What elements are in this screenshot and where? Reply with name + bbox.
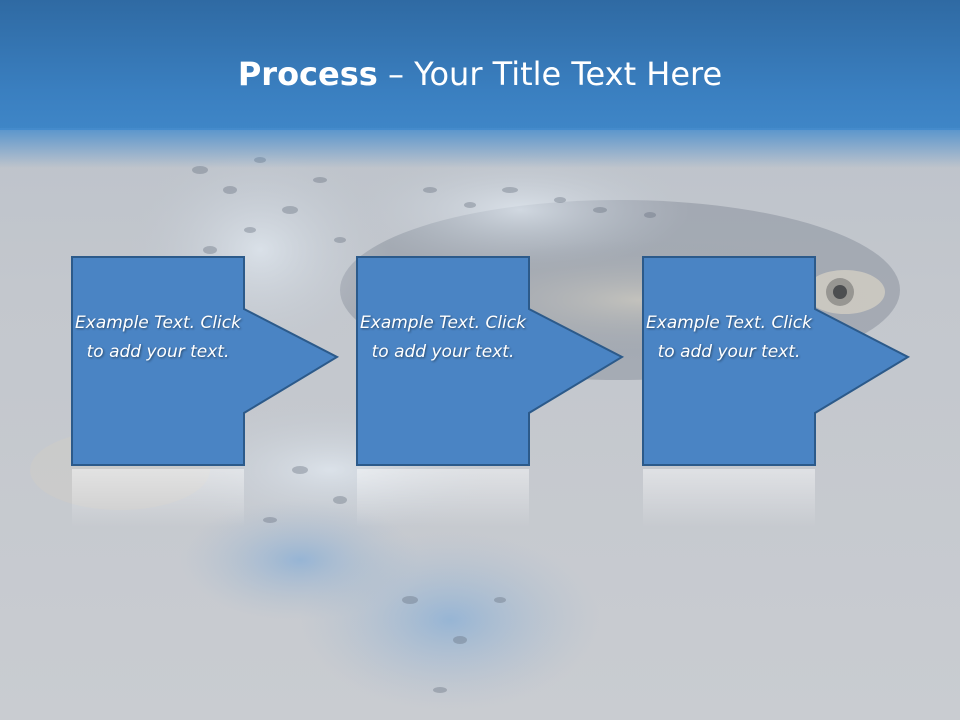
process-step-1-text[interactable]: Example Text. Click to add your text. — [75, 313, 241, 362]
process-step-2-arrow-shape — [356, 256, 625, 527]
process-step-2[interactable]: Example Text. Click to add your text. — [356, 256, 625, 557]
process-step-3[interactable]: Example Text. Click to add your text. — [642, 256, 911, 557]
slide-title-bold: Process — [237, 55, 378, 93]
process-step-1[interactable]: Example Text. Click to add your text. — [71, 256, 340, 557]
slide-title[interactable]: Process – Your Title Text Here — [0, 52, 960, 96]
process-step-1-arrow-shape — [71, 256, 340, 527]
process-step-3-arrow-shape — [642, 256, 911, 527]
process-step-2-text[interactable]: Example Text. Click to add your text. — [360, 313, 526, 362]
title-bar-fade — [0, 128, 960, 168]
title-bar — [0, 0, 960, 130]
slide-title-rest: – Your Title Text Here — [377, 55, 723, 93]
process-step-3-text[interactable]: Example Text. Click to add your text. — [646, 313, 812, 362]
